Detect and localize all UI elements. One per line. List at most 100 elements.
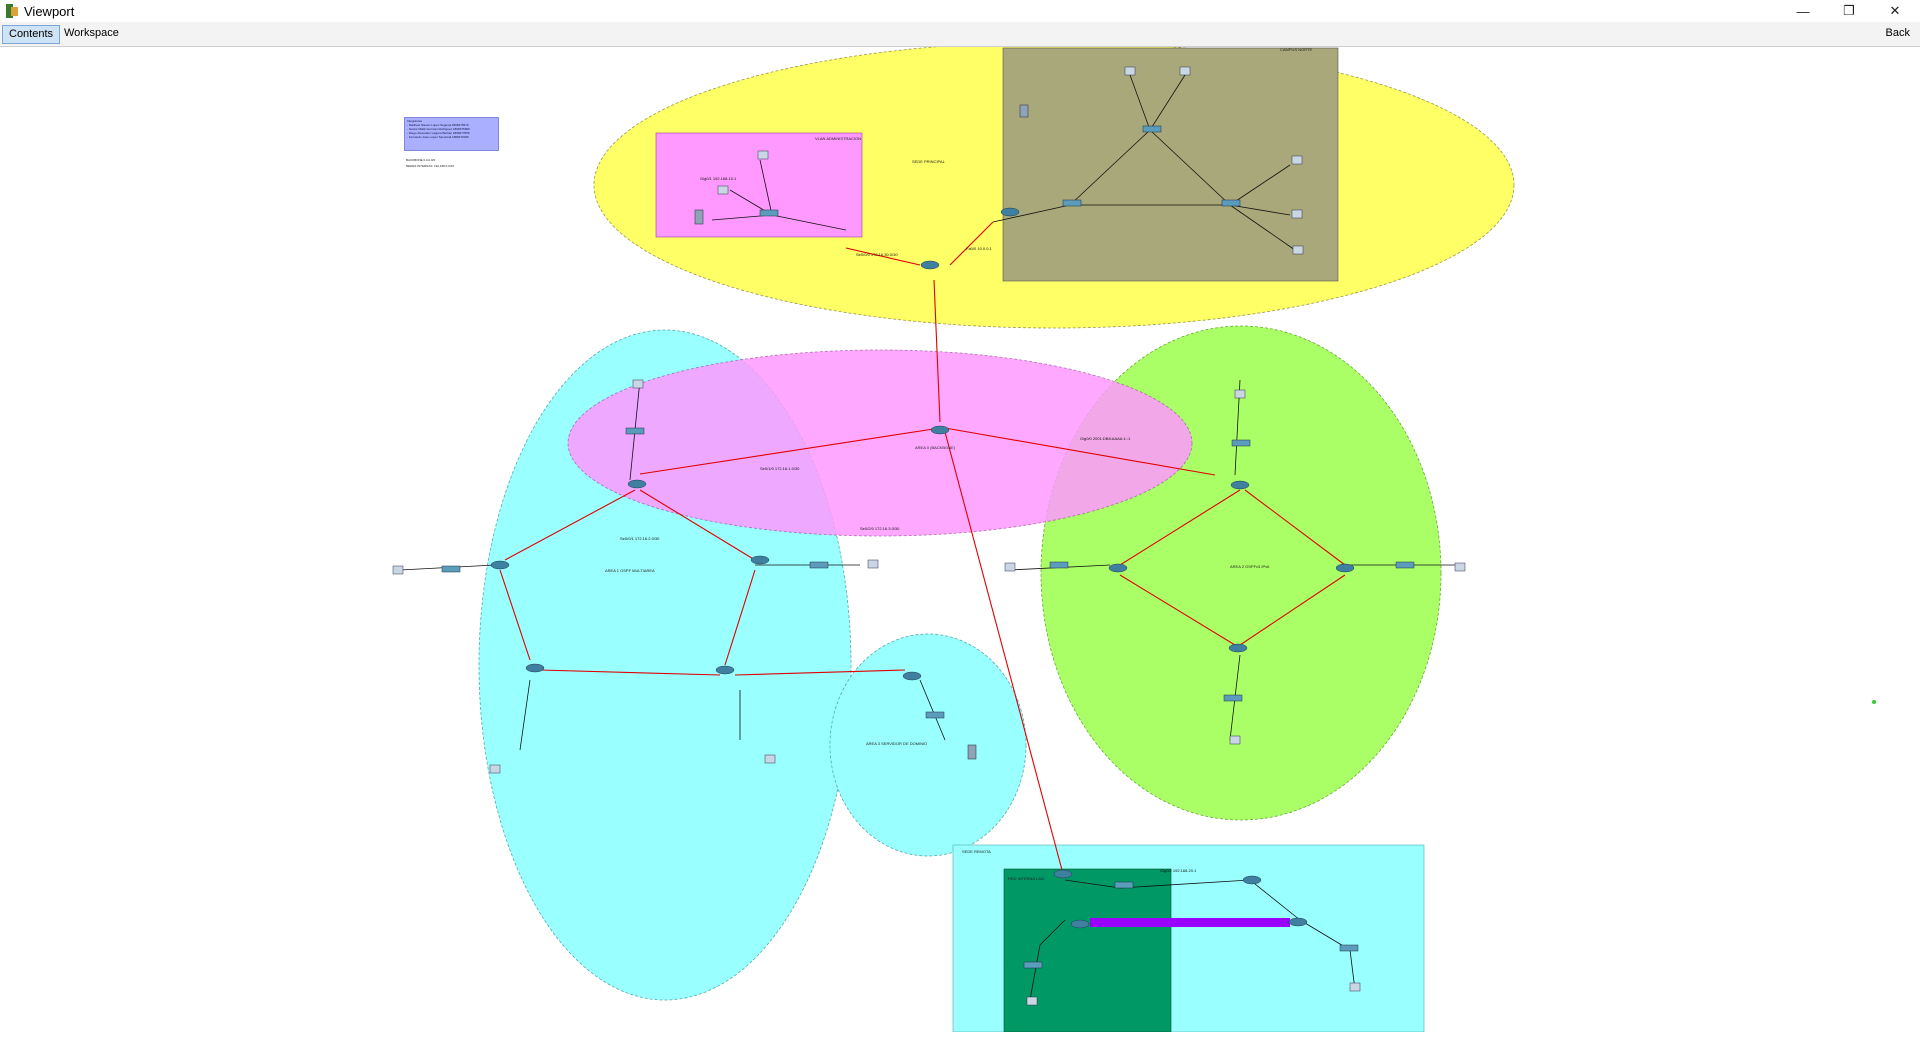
- link-label: Gig0/1 192.168.10.1: [700, 176, 737, 181]
- window-titlebar: Viewport — ❐ ✕: [0, 0, 1920, 22]
- legend-member: - Diego Alexander Laguna Beltran 1808477…: [407, 131, 470, 135]
- switch-icon[interactable]: [1223, 694, 1243, 702]
- server-icon[interactable]: [1019, 104, 1029, 118]
- tunnel-bar: [1090, 918, 1290, 927]
- router-icon[interactable]: [1242, 875, 1262, 885]
- pc-icon[interactable]: [1179, 66, 1191, 76]
- note-line: BACKBONE 0.0.0.0/0: [406, 158, 436, 162]
- router-icon[interactable]: [1053, 869, 1073, 879]
- ethernet-links: [399, 74, 1460, 1001]
- router-icon[interactable]: [490, 560, 510, 570]
- switch-icon[interactable]: [1221, 199, 1241, 207]
- switch-icon[interactable]: [1062, 199, 1082, 207]
- close-button[interactable]: ✕: [1889, 3, 1901, 18]
- zone-dark-green-lan: [1003, 868, 1172, 1033]
- switch-icon[interactable]: [759, 209, 779, 217]
- link-label: Se0/0/1 172.16.2.0/30: [620, 536, 660, 541]
- status-dot: [1872, 700, 1876, 704]
- zone-label-left: AREA 1 OSPF MULTIAREA: [605, 568, 655, 573]
- pc-icon[interactable]: [1291, 155, 1303, 165]
- laptop-icon[interactable]: [1454, 562, 1466, 572]
- legend-box[interactable]: Integrantes - Matthew Steven Lopez Segov…: [404, 117, 499, 151]
- router-icon[interactable]: [1335, 563, 1355, 573]
- switch-icon[interactable]: [1142, 125, 1162, 133]
- router-icon[interactable]: [627, 479, 647, 489]
- switch-icon[interactable]: [925, 711, 945, 719]
- legend-member: - Nestor Malik Guzman Rodriguez 18084759…: [407, 127, 470, 131]
- zone-label-right: AREA 2 OSPFv3 IPv6: [1230, 564, 1270, 569]
- pc-icon[interactable]: [717, 185, 729, 195]
- legend-member: - Matthew Steven Lopez Segovia 180847597…: [407, 123, 469, 127]
- link-labels: Se0/0/0 172.16.30.0/30 Fa0/0 10.0.0.1 Gi…: [620, 176, 1197, 873]
- link-label: Se0/1/0 172.16.1.0/30: [760, 466, 800, 471]
- router-icon[interactable]: [1070, 919, 1090, 929]
- laptop-icon[interactable]: [1229, 735, 1241, 745]
- laptop-icon[interactable]: [1349, 982, 1361, 992]
- topology-canvas[interactable]: Se0/0/0 172.16.30.0/30 Fa0/0 10.0.0.1 Gi…: [0, 41, 1920, 1033]
- zone-pink-core: [567, 349, 1193, 537]
- link-label: Se0/2/0 172.16.3.0/30: [860, 526, 900, 531]
- zone-label-dark: RED INTERNA LAN: [1008, 876, 1044, 881]
- network-devices[interactable]: [392, 66, 1876, 1006]
- zone-label-top: SEDE PRINCIPAL: [912, 159, 946, 164]
- pc-icon[interactable]: [1292, 245, 1304, 255]
- router-icon[interactable]: [1108, 563, 1128, 573]
- router-icon[interactable]: [920, 260, 940, 270]
- switch-icon[interactable]: [441, 565, 461, 573]
- note-line: REDES INTERNAS: 192.168.0.0/16: [406, 164, 455, 168]
- router-icon[interactable]: [1000, 207, 1020, 217]
- pc-icon[interactable]: [1291, 209, 1303, 219]
- zone-pink-vlan-box: [655, 132, 863, 238]
- router-icon[interactable]: [1228, 643, 1248, 653]
- window-title: Viewport: [24, 3, 75, 19]
- router-icon[interactable]: [1230, 480, 1250, 490]
- router-icon[interactable]: [930, 425, 950, 435]
- legend-member: - Fernando Jose Lopez Sandoval 180847002…: [407, 135, 469, 139]
- zone-olive-campus: [1002, 47, 1339, 282]
- switch-icon[interactable]: [1231, 439, 1251, 447]
- pc-icon[interactable]: [632, 379, 644, 389]
- notes: BACKBONE 0.0.0.0/0 REDES INTERNAS: 192.1…: [406, 157, 454, 169]
- switch-icon[interactable]: [625, 427, 645, 435]
- pc-icon[interactable]: [1234, 389, 1246, 399]
- legend-heading: Integrantes: [407, 119, 423, 123]
- server-icon[interactable]: [694, 209, 704, 225]
- link-label: Gig0/2 192.168.20.1: [1160, 868, 1197, 873]
- zone-cyan-small: [829, 633, 1027, 857]
- switch-icon[interactable]: [1339, 944, 1359, 952]
- network-topology: Se0/0/0 172.16.30.0/30 Fa0/0 10.0.0.1 Gi…: [392, 41, 1876, 1033]
- laptop-icon[interactable]: [489, 764, 501, 774]
- laptop-icon[interactable]: [764, 754, 776, 764]
- switch-icon[interactable]: [809, 561, 829, 569]
- laptop-icon[interactable]: [867, 559, 879, 569]
- zone-label-vlan: VLAN ADMINISTRACION: [815, 136, 861, 141]
- pc-icon[interactable]: [757, 150, 769, 160]
- router-icon[interactable]: [750, 555, 770, 565]
- router-icon[interactable]: [525, 663, 545, 673]
- serial-links: [499, 221, 1346, 871]
- laptop-icon[interactable]: [1026, 996, 1038, 1006]
- switch-icon[interactable]: [1114, 881, 1134, 889]
- viewport-toolbar: Contents Workspace Back: [0, 22, 1920, 47]
- link-label: Fa0/0 10.0.0.1: [966, 246, 993, 251]
- switch-icon[interactable]: [1049, 561, 1069, 569]
- server-icon[interactable]: [967, 744, 977, 760]
- zone-label-small: AREA 3 SERVIDOR DE DOMINIO: [866, 741, 927, 746]
- maximize-button[interactable]: ❐: [1843, 3, 1855, 18]
- laptop-icon[interactable]: [392, 565, 404, 575]
- zone-label-olive: CAMPUS NORTE: [1280, 47, 1312, 52]
- router-icon[interactable]: [715, 665, 735, 675]
- tab-workspace[interactable]: Workspace: [64, 27, 119, 39]
- zone-label-bottom: SEDE REMOTA: [962, 849, 991, 854]
- switch-icon[interactable]: [1023, 961, 1043, 969]
- pc-icon[interactable]: [1124, 66, 1136, 76]
- laptop-icon[interactable]: [1004, 562, 1016, 572]
- tab-contents[interactable]: Contents: [2, 25, 61, 44]
- minimize-button[interactable]: —: [1796, 3, 1810, 19]
- router-icon[interactable]: [1288, 917, 1308, 927]
- router-icon[interactable]: [902, 671, 922, 681]
- back-button[interactable]: Back: [1885, 27, 1910, 39]
- switch-icon[interactable]: [1395, 561, 1415, 569]
- zone-label-core: AREA 0 (BACKBONE): [915, 445, 956, 450]
- zone-labels: SEDE PRINCIPAL VLAN ADMINISTRACION CAMPU…: [605, 47, 1312, 881]
